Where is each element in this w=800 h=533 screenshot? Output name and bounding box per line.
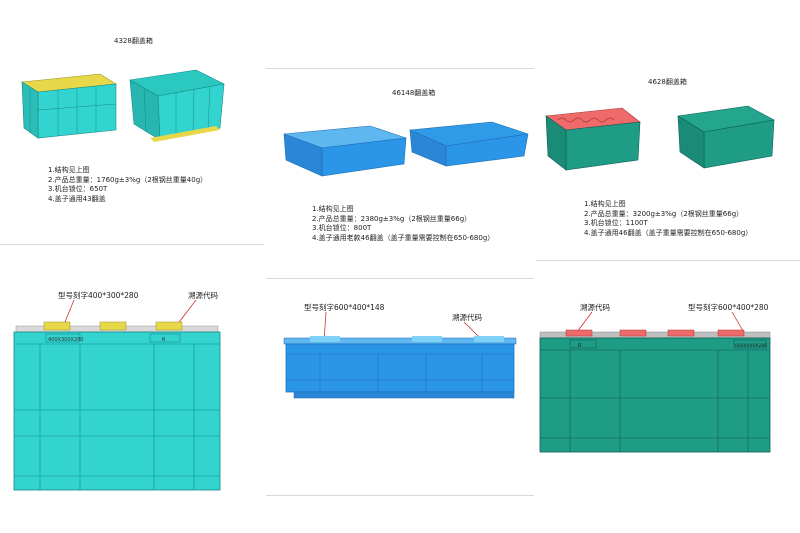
- panel-4628-top: 4628翻盖箱 1.结构见上图 2.产品总重量：3200g±3%g（2根钢丝重量…: [536, 60, 800, 260]
- panel-46148-front: 型号刻字600*400*148 溯源代码: [266, 286, 534, 496]
- spec-item: 3.机台锁位：1100T: [584, 219, 648, 228]
- spec-item: 1.结构见上图: [48, 166, 90, 174]
- spec-item: 2.产品总重量：1760g±3%g（2根钢丝重量40g）: [48, 175, 208, 184]
- crate-illustration-shallow: [283, 121, 529, 177]
- trace-code-label: 溯源代码: [580, 303, 610, 312]
- model-engraving-label: 型号刻字400*300*280: [58, 291, 139, 300]
- panel-4628-front: 溯源代码 型号刻字600*400*280 R 600X400X280: [536, 286, 800, 486]
- spec-list: 1.结构见上图 2.产品总重量：1760g±3%g（2根钢丝重量40g） 3.机…: [48, 166, 207, 204]
- engraving-text: 400X300X280: [48, 337, 83, 343]
- crate-front-view: [266, 311, 534, 496]
- model-engraving-label: 型号刻字600*400*280: [688, 303, 769, 312]
- panel-title: 4628翻盖箱: [648, 78, 687, 86]
- trace-code-text: R: [162, 337, 166, 343]
- spec-item: 1.结构见上图: [312, 205, 354, 213]
- panel-4328-top: 4328翻盖箱 1.结构见上图 2.产品总重量：1760g±3%g（2根钢丝重量…: [0, 0, 264, 244]
- engraving-text: 600X400X280: [735, 343, 767, 349]
- spec-item: 4.盖子通用43翻盖: [48, 194, 106, 203]
- divider: [266, 278, 534, 279]
- spec-list: 1.结构见上图 2.产品总重量：3200g±3%g（2根钢丝重量66g） 3.机…: [584, 200, 752, 238]
- trace-code-text: R: [578, 343, 582, 349]
- crate-front-view: 400X300X280 R: [13, 299, 221, 491]
- crate-illustration-open-lid: [21, 69, 225, 142]
- divider: [536, 260, 800, 261]
- panel-46148-top: 46148翻盖箱 1.结构见上图 2.产品总重量：2380g±3%g（2根钢丝重…: [266, 68, 534, 278]
- model-engraving-label: 型号刻字600*400*148: [304, 303, 385, 312]
- panel-title: 46148翻盖箱: [392, 89, 436, 97]
- crate-front-view: R 600X400X280: [539, 311, 771, 453]
- panel-4328-front: 型号刻字400*300*280 溯源代码 400X300X280 R: [0, 286, 264, 533]
- spec-item: 1.结构见上图: [584, 200, 626, 208]
- trace-code-label: 溯源代码: [188, 291, 218, 300]
- spec-item: 2.产品总重量：3200g±3%g（2根钢丝重量66g）: [584, 209, 744, 218]
- divider: [266, 68, 534, 69]
- spec-item: 3.机台锁位：800T: [312, 224, 372, 233]
- trace-code-label: 溯源代码: [452, 313, 482, 322]
- spec-item: 3.机台锁位：650T: [48, 185, 108, 194]
- divider: [0, 244, 264, 245]
- spec-item: 4.盖子通用46翻盖（盖子重量需要控制在650-680g）: [584, 228, 753, 237]
- crate-illustration-red-lid: [545, 105, 775, 171]
- spec-item: 4.盖子通用老款46翻盖（盖子重量需要控制在650-680g）: [312, 233, 495, 242]
- spec-item: 2.产品总重量：2380g±3%g（2根钢丝重量66g）: [312, 214, 472, 223]
- spec-list: 1.结构见上图 2.产品总重量：2380g±3%g（2根钢丝重量66g） 3.机…: [312, 205, 494, 243]
- panel-title: 4328翻盖箱: [114, 37, 153, 45]
